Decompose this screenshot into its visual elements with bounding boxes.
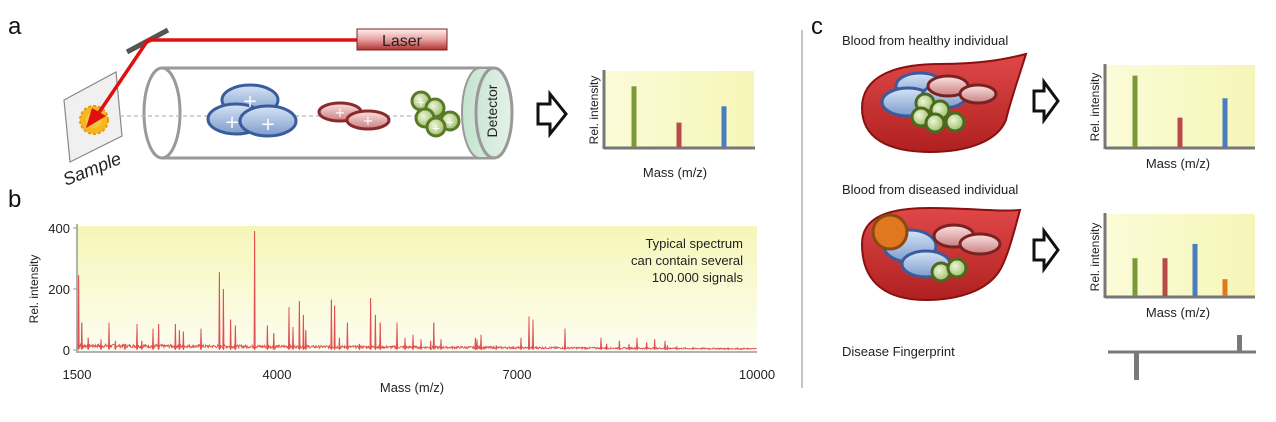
detector-label: Detector: [484, 84, 500, 137]
spectrum-line: [76, 231, 757, 351]
mini-chart-a-bar-2: [676, 122, 682, 147]
fingerprint-chart: [1108, 335, 1256, 380]
svg-text:+: +: [445, 116, 454, 129]
mini-chart-healthy-bar-1: [1132, 75, 1138, 147]
mini-chart-diseased-xlabel: Mass (m/z): [1146, 305, 1210, 320]
svg-text:+: +: [224, 112, 239, 133]
panel-c-letter: c: [811, 13, 823, 40]
fingerprint-bar-positive: [1237, 335, 1242, 352]
mini-chart-a: Rel. intensity Mass (m/z): [587, 70, 755, 180]
panel-a: a Sample Laser: [8, 13, 755, 190]
mini-chart-a-xlabel: Mass (m/z): [643, 165, 707, 180]
healthy-blood-drop: [860, 52, 1028, 154]
mini-chart-healthy-bar-2: [1177, 117, 1183, 147]
hollow-arrow-icon: [536, 89, 568, 139]
fingerprint-label: Disease Fingerprint: [842, 344, 955, 359]
diseased-title: Blood from diseased individual: [842, 182, 1018, 197]
fingerprint-bar-negative: [1134, 352, 1139, 380]
mini-chart-diseased: Rel. intensity Mass (m/z): [1088, 213, 1255, 320]
mini-chart-a-ylabel: Rel. intensity: [587, 76, 601, 145]
mini-chart-a-bar-3: [721, 106, 727, 147]
red-ion-cluster: + +: [317, 101, 391, 131]
spectrum-xtick-label: 10000: [739, 367, 775, 382]
spectrum-annotation-line-3: 100.000 signals: [652, 270, 744, 285]
spectrum-annotation-line-2: can contain several: [631, 253, 743, 268]
spectrum-xtick-label: 1500: [63, 367, 92, 382]
hollow-arrow-icon: [1032, 77, 1060, 125]
laser-beam: [86, 38, 358, 128]
panel-b: b 0 200 400 1500 4000 7000 10000 Rel. intensi…: [8, 186, 775, 395]
svg-text:+: +: [260, 114, 275, 135]
panel-b-letter: b: [8, 186, 21, 213]
mini-chart-a-bar-1: [631, 86, 637, 147]
spectrum-chart: 0 200 400 1500 4000 7000 10000 Rel. intensity…: [27, 221, 775, 395]
panel-a-letter: a: [8, 13, 22, 40]
flight-tube: [120, 66, 494, 160]
svg-text:+: +: [416, 96, 425, 109]
mini-chart-healthy: Rel. intensity Mass (m/z): [1088, 64, 1255, 171]
spectrum-ytick-label: 400: [48, 221, 70, 236]
svg-text:+: +: [242, 91, 257, 112]
mini-chart-diseased-ylabel: Rel. intensity: [1088, 223, 1102, 292]
diseased-blood-drop: [860, 206, 1022, 302]
laser-box: Laser: [356, 28, 448, 51]
laser-label: Laser: [382, 33, 423, 50]
mini-chart-healthy-bar-3: [1222, 98, 1228, 147]
svg-text:+: +: [431, 122, 440, 135]
spectrum-xlabel: Mass (m/z): [380, 380, 444, 395]
green-ion-cluster: + + +: [410, 90, 461, 138]
detector: Detector: [461, 66, 514, 160]
spectrum-xtick-label: 4000: [263, 367, 292, 382]
spectrum-annotation-line-1: Typical spectrum: [645, 236, 743, 251]
mini-chart-diseased-bar-2: [1162, 258, 1168, 296]
mini-chart-diseased-bar-1: [1132, 258, 1138, 296]
svg-text:+: +: [363, 114, 374, 129]
panel-c: c Blood from healthy individual Rel. int…: [811, 13, 1256, 380]
blue-ion-cluster: + + +: [206, 83, 298, 138]
hollow-arrow-icon: [1032, 226, 1060, 274]
svg-text:+: +: [335, 106, 346, 121]
spectrum-xtick-label: 7000: [503, 367, 532, 382]
mini-chart-healthy-xlabel: Mass (m/z): [1146, 156, 1210, 171]
spectrum-ytick-label: 0: [63, 343, 70, 358]
mini-chart-diseased-bar-3: [1192, 243, 1198, 296]
spectrum-ylabel: Rel. intensity: [27, 255, 41, 324]
healthy-title: Blood from healthy individual: [842, 33, 1008, 48]
mini-chart-healthy-ylabel: Rel. intensity: [1088, 73, 1102, 142]
mini-chart-diseased-bar-4: [1222, 279, 1228, 296]
spectrum-ytick-label: 200: [48, 282, 70, 297]
